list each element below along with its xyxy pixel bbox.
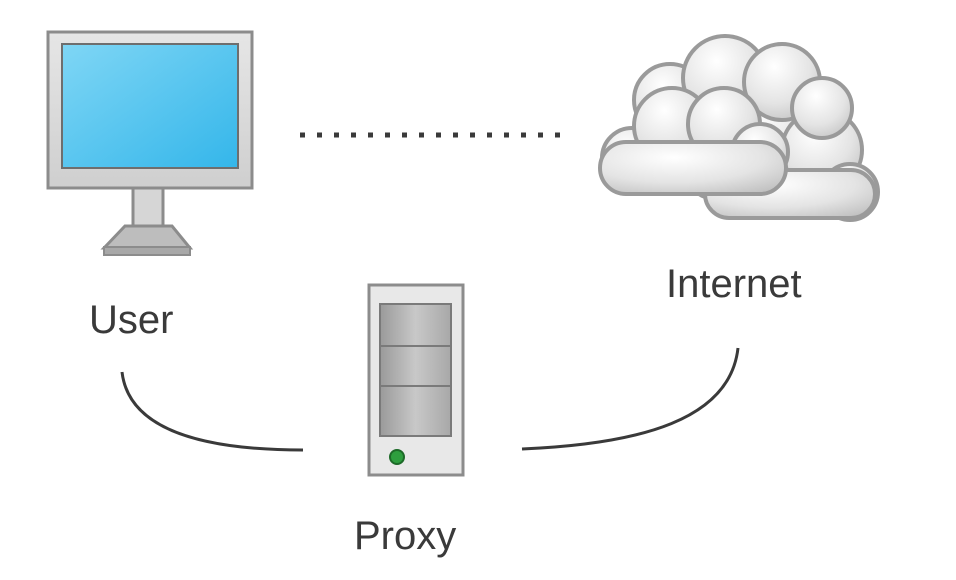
server-tower-icon [367,283,465,477]
computer-monitor-icon [46,30,254,256]
proxy-label: Proxy [354,514,457,558]
power-led-icon [389,449,405,465]
internet-label: Internet [666,262,802,306]
user-label: User [89,298,174,342]
cloud-icon [598,34,880,222]
user-proxy-connection [120,371,304,452]
cloud-front [598,86,790,196]
proxy-internet-connection [521,347,740,451]
